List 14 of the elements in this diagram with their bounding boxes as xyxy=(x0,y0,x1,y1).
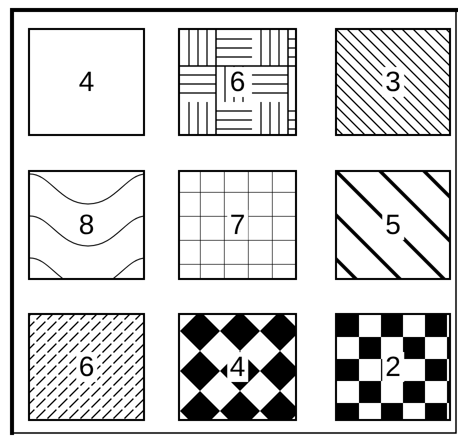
tile-number: 3 xyxy=(382,67,404,97)
pattern-tile xyxy=(28,170,145,280)
pattern-tile xyxy=(178,313,297,421)
tile-number: 4 xyxy=(226,352,248,382)
pattern-tile xyxy=(28,28,145,136)
pattern-tile xyxy=(335,313,451,421)
tile-number: 7 xyxy=(226,210,248,240)
pattern-tile xyxy=(178,170,297,280)
tile-number: 2 xyxy=(382,352,404,382)
pattern-tile xyxy=(28,313,145,421)
tile-number: 6 xyxy=(76,352,98,382)
pattern-tile xyxy=(335,170,451,280)
pattern-tile xyxy=(178,28,297,136)
pattern-tile xyxy=(335,28,451,136)
